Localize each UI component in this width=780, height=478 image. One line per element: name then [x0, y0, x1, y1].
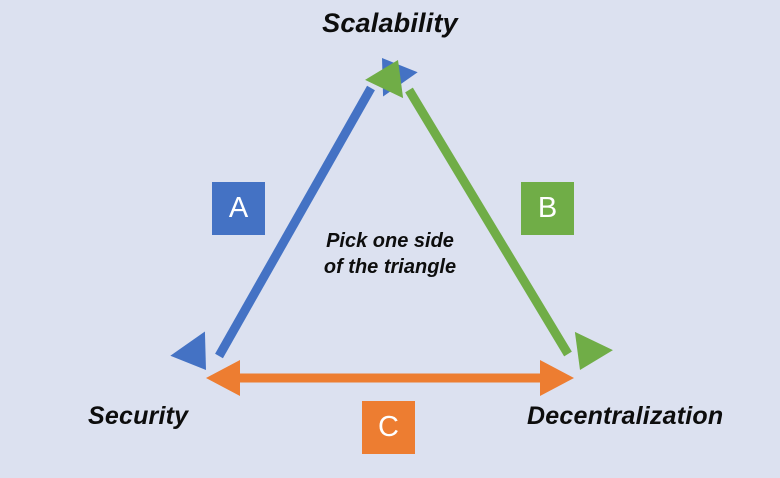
side-a-arrowhead-bottom — [170, 331, 206, 370]
side-a-shaft — [215, 85, 375, 359]
side-label-box-a[interactable]: A — [212, 182, 265, 235]
side-label-box-b[interactable]: B — [521, 182, 574, 235]
side-b-arrowhead-top — [365, 60, 404, 99]
side-b-arrowhead-bottom — [574, 331, 613, 370]
side-b-arrow[interactable] — [365, 51, 613, 380]
side-c-arrowhead-left — [206, 360, 240, 396]
side-label-box-c[interactable]: C — [362, 401, 415, 454]
side-c-arrow[interactable] — [206, 360, 574, 396]
center-instruction-text: Pick one side of the triangle — [290, 228, 490, 281]
center-instruction-line-1: Pick one side — [326, 230, 454, 252]
side-b-shaft — [405, 87, 572, 357]
side-c-arrowhead-right — [540, 360, 574, 396]
center-instruction-line-2: of the triangle — [323, 256, 457, 279]
vertex-label-scalability: Scalability — [322, 8, 458, 38]
vertex-label-security: Security — [88, 402, 189, 430]
vertex-label-decentralization: Decentralization — [527, 402, 724, 430]
side-a-arrow[interactable] — [168, 46, 419, 382]
